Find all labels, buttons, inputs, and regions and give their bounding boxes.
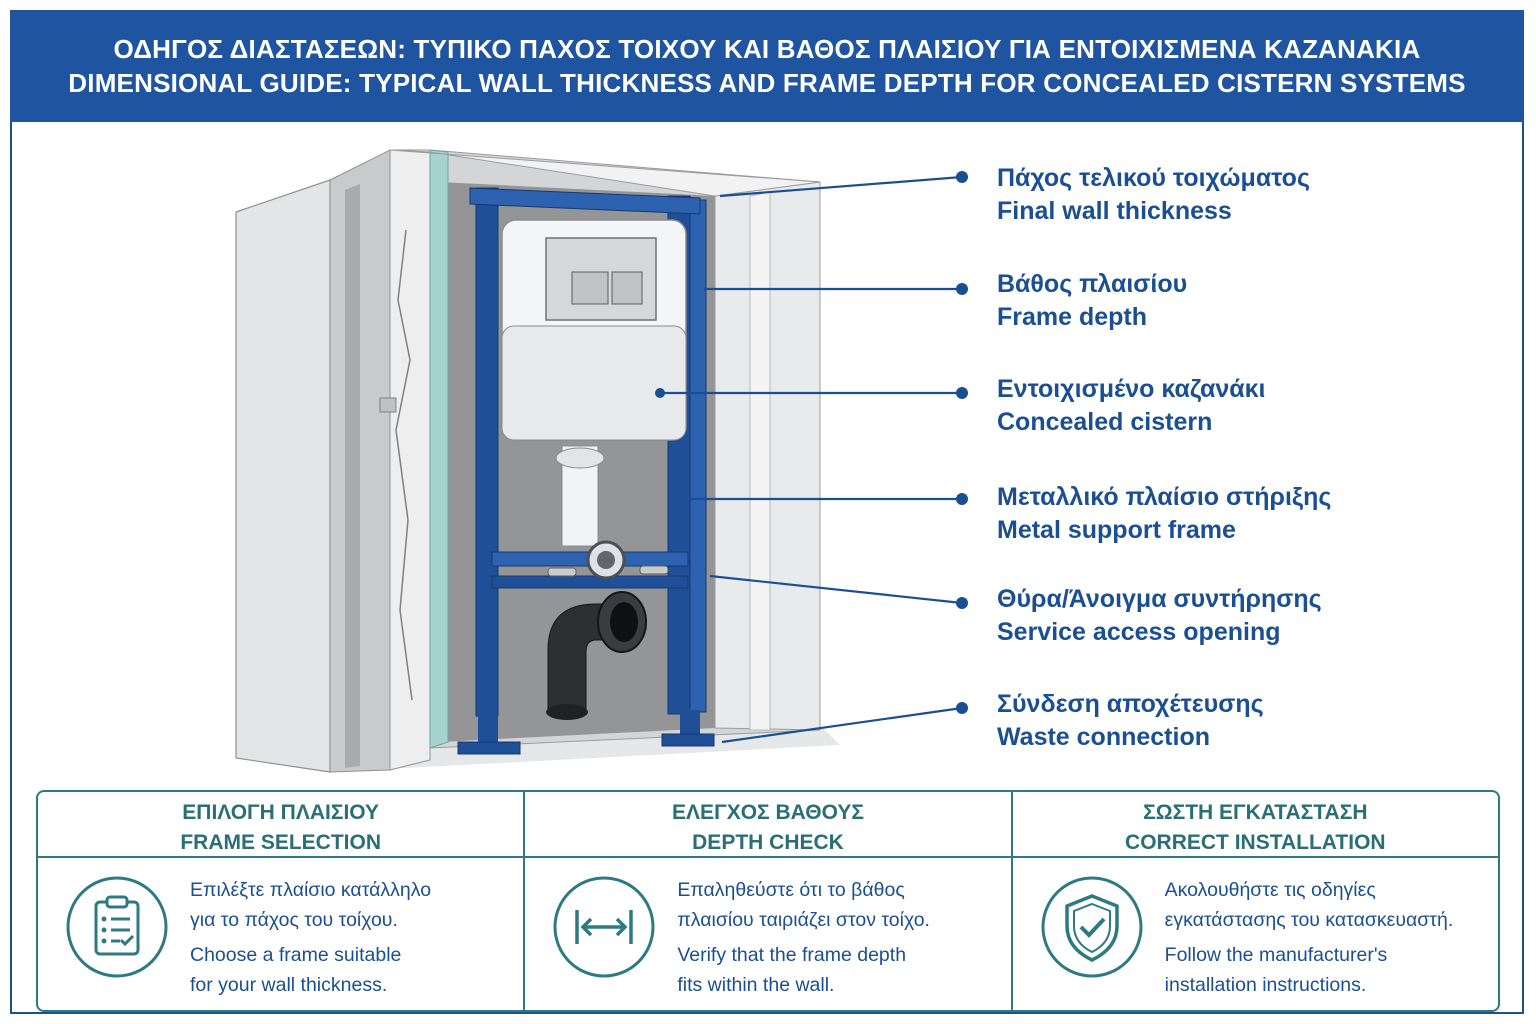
card-frame-selection: ΕΠΙΛΟΓΗ ΠΛΑΙΣΙΟΥ FRAME SELECTION Επιλέξτ… [38, 792, 524, 1010]
callout-label-gr: Εντοιχισμένο καζανάκι [997, 375, 1266, 403]
cistern-body [501, 219, 687, 441]
flush-pipe-collar [555, 447, 605, 469]
card-correct-installation: ΣΩΣΤΗ ΕΓΚΑΤΑΣΤΑΣΗ CORRECT INSTALLATION Α… [1010, 792, 1498, 1010]
card-header: ΕΛΕΓΧΟΣ ΒΑΘΟΥΣ DEPTH CHECK [525, 792, 1011, 858]
pipe-connector-bore [597, 551, 615, 569]
card-text-gr-1: Επιλέξτε πλαίσιο κατάλληλο [190, 879, 432, 901]
card-title-gr: ΣΩΣΤΗ ΕΓΚΑΤΑΣΤΑΣΗ [1143, 801, 1368, 824]
card-text-gr-2: εγκατάστασης του κατασκευαστή. [1164, 908, 1454, 931]
double-arrow-measure-icon [553, 876, 655, 978]
callout-label-gr: Μεταλλικό πλαίσιο στήριξης [997, 483, 1332, 511]
card-depth-check: ΕΛΕΓΧΟΣ ΒΑΘΟΥΣ DEPTH CHECK Επαληθεύστε ό… [523, 792, 1011, 1010]
card-title-gr: ΕΠΙΛΟΓΗ ΠΛΑΙΣΙΟΥ [182, 801, 380, 824]
card-text-gr-2: πλαισίου ταιριάζει στον τοίχο. [677, 908, 930, 931]
callout-label-gr: Βάθος πλαισίου [997, 270, 1188, 298]
left-stud-channel [345, 184, 360, 768]
title-english: DIMENSIONAL GUIDE: TYPICAL WALL THICKNES… [68, 68, 1466, 98]
card-text-en-1: Choose a frame suitable [190, 944, 402, 966]
right-board-edge [749, 191, 771, 731]
callout-label-en: Final wall thickness [997, 197, 1232, 225]
card-text-en-1: Follow the manufacturer's [1164, 944, 1388, 966]
callout-label-en: Metal support frame [997, 516, 1236, 544]
left-board [235, 179, 331, 773]
flush-button-left [571, 271, 609, 305]
callout-label-en: Service access opening [997, 618, 1281, 646]
header-banner: ΟΔΗΓΟΣ ΔΙΑΣΤΑΣΕΩΝ: ΤΥΠΙΚΟ ΠΑΧΟΣ ΤΟΙΧΟΥ Κ… [10, 10, 1524, 122]
card-title-en: DEPTH CHECK [692, 831, 844, 854]
callout-label-en: Concealed cistern [997, 408, 1213, 436]
card-title-gr: ΕΛΕΓΧΟΣ ΒΑΘΟΥΣ [672, 801, 864, 824]
card-body: Επιλέξτε πλαίσιο κατάλληλο για το πάχος … [190, 876, 515, 1000]
card-text-gr-1: Επαληθεύστε ότι το βάθος [677, 879, 905, 901]
callout-metal-support-frame: Μεταλλικό πλαίσιο στήριξης Metal support… [997, 481, 1331, 547]
page-border [10, 10, 1524, 1014]
clipboard-checklist-icon [66, 876, 168, 978]
callout-dots [655, 171, 968, 714]
shield-check-icon [1041, 876, 1143, 978]
card-body: Επαληθεύστε ότι το βάθος πλαισίου ταιριά… [677, 876, 1002, 1000]
card-text-gr-2: για το πάχος του τοίχου. [190, 908, 398, 931]
card-body: Ακολουθήστε τις οδηγίες εγκατάστασης του… [1165, 876, 1490, 1000]
callout-concealed-cistern: Εντοιχισμένο καζανάκι Concealed cistern [997, 373, 1266, 439]
info-cards: ΕΠΙΛΟΓΗ ΠΛΑΙΣΙΟΥ FRAME SELECTION Επιλέξτ… [36, 790, 1500, 1012]
callout-label-en: Waste connection [997, 723, 1210, 751]
stud-bolt-left [547, 567, 577, 577]
board-crack [395, 229, 413, 701]
callout-final-wall-thickness: Πάχος τελικού τοιχώματος Final wall thic… [997, 162, 1310, 228]
flush-button-right [611, 271, 643, 305]
card-title-en: FRAME SELECTION [180, 831, 381, 854]
callout-waste-connection: Σύνδεση αποχέτευσης Waste connection [997, 688, 1264, 754]
waste-pipe-elbow [546, 591, 647, 720]
card-text-en-2: installation instructions. [1164, 973, 1367, 996]
callout-frame-depth: Βάθος πλαισίου Frame depth [997, 268, 1187, 334]
top-edge [389, 149, 821, 197]
cistern-frame-illustration [235, 149, 968, 773]
card-text-en-2: fits within the wall. [677, 973, 835, 996]
card-header: ΕΠΙΛΟΓΗ ΠΛΑΙΣΙΟΥ FRAME SELECTION [38, 792, 524, 858]
card-header: ΣΩΣΤΗ ΕΓΚΑΤΑΣΤΑΣΗ CORRECT INSTALLATION [1012, 792, 1498, 858]
card-text-en-2: for your wall thickness. [190, 973, 388, 996]
callout-label-gr: Σύνδεση αποχέτευσης [997, 690, 1264, 718]
card-text-en-1: Verify that the frame depth [677, 944, 907, 966]
tile-edge [429, 149, 449, 749]
left-finish-board [389, 149, 431, 771]
stud-bolt-right [639, 565, 669, 575]
callout-leader-lines [660, 175, 963, 744]
callout-service-access-opening: Θύρα/Άνοιγμα συντήρησης Service access o… [997, 583, 1322, 649]
callout-label-gr: Θύρα/Άνοιγμα συντήρησης [997, 585, 1322, 613]
callout-label-en: Frame depth [997, 303, 1148, 331]
card-text-gr-1: Ακολουθήστε τις οδηγίες [1164, 879, 1376, 901]
callout-label-gr: Πάχος τελικού τοιχώματος [997, 164, 1310, 192]
wall-fixing [379, 397, 397, 413]
metal-frame [457, 187, 715, 755]
card-title-en: CORRECT INSTALLATION [1125, 831, 1386, 854]
title-greek: ΟΔΗΓΟΣ ΔΙΑΣΤΑΣΕΩΝ: ΤΥΠΙΚΟ ΠΑΧΟΣ ΤΟΙΧΟΥ Κ… [113, 34, 1421, 64]
